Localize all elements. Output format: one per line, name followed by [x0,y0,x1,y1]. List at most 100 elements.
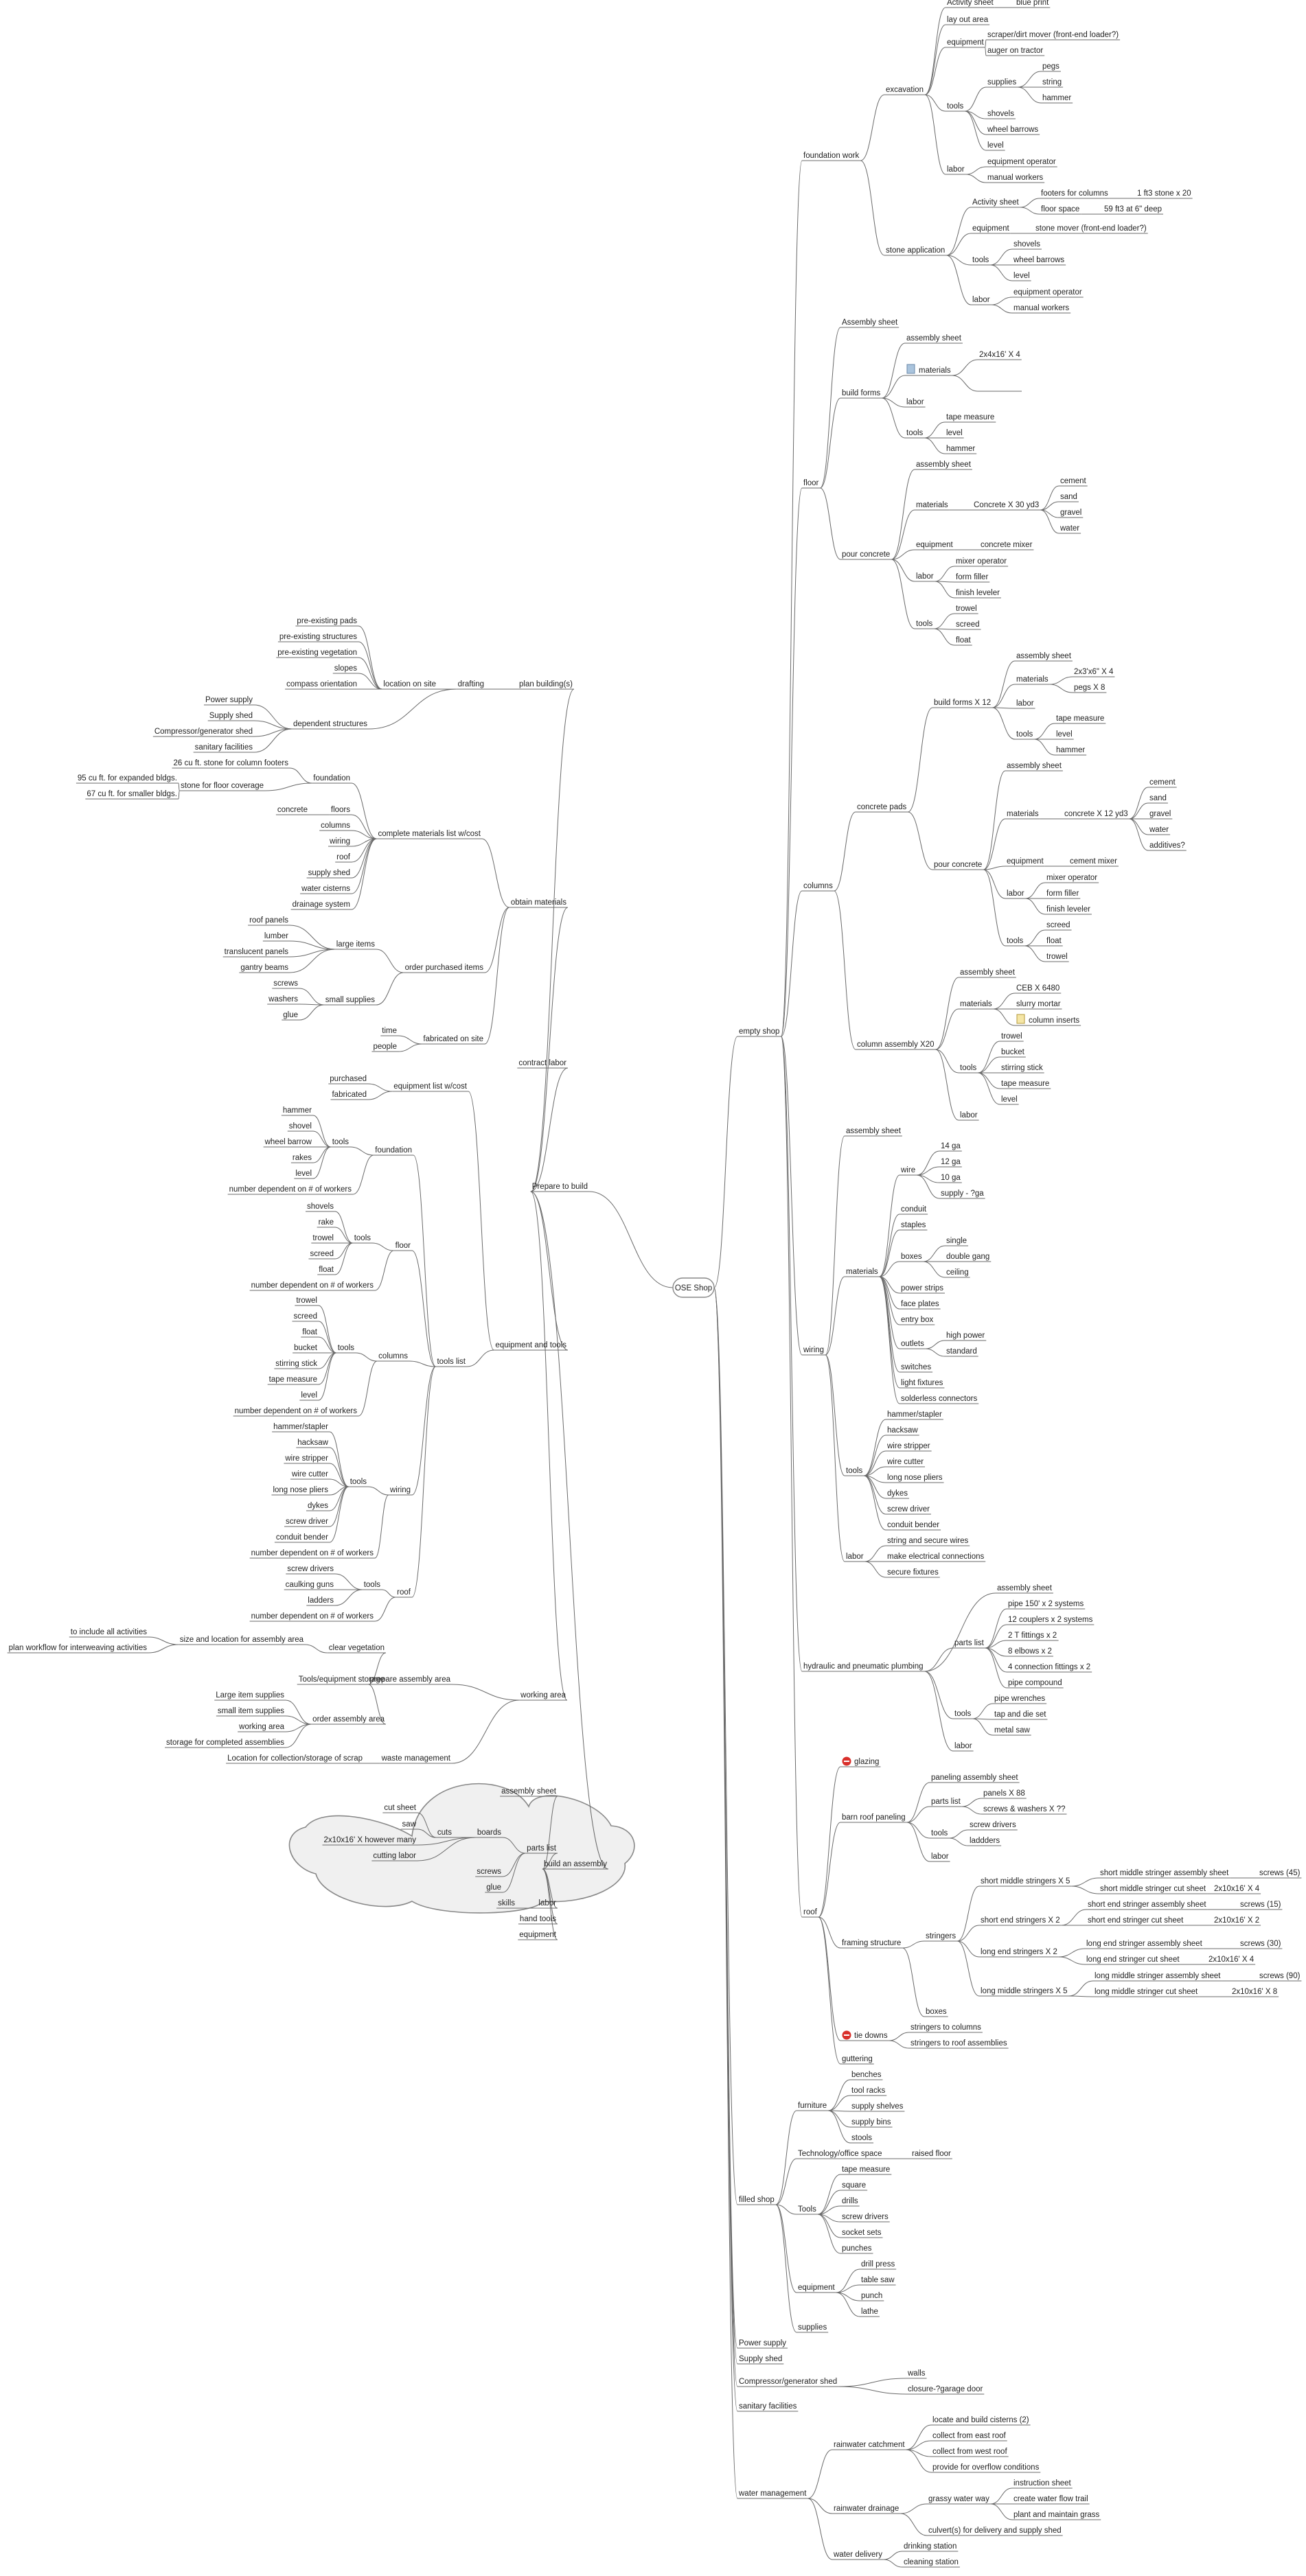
mind-map-node[interactable]: table saw [860,2276,896,2286]
mind-map-node[interactable]: mixer operator [1045,874,1099,883]
mind-map-node[interactable]: labor [537,1899,558,1909]
mind-map-node[interactable]: roof [335,853,352,863]
mind-map-node[interactable]: Prepare to build [530,1183,589,1192]
mind-map-node[interactable]: equipment [946,38,985,48]
mind-map-node[interactable]: short middle stringer assembly sheet [1099,1869,1230,1879]
mind-map-node[interactable]: saw [400,1820,417,1830]
mind-map-node[interactable]: empty shop [737,1028,781,1037]
mind-map-node[interactable]: stools [850,2134,874,2144]
mind-map-node[interactable]: fabricated on site [422,1035,485,1045]
mind-map-node[interactable]: hammer [1041,94,1073,104]
mind-map-node[interactable]: tools [905,429,925,439]
mind-map-node[interactable]: slopes [332,664,358,674]
mind-map-node[interactable]: screws [272,979,299,989]
mind-map-node[interactable]: level [299,1391,319,1401]
mind-map-node[interactable]: trowel [295,1297,319,1306]
mind-map-node[interactable]: paneling assembly sheet [930,1774,1020,1783]
mind-map-node[interactable]: cuts [435,1829,453,1838]
mind-map-node[interactable]: supply bins [850,2118,893,2128]
mind-map-node[interactable]: labor [1005,890,1026,899]
mind-map-node[interactable]: conduit [900,1205,928,1215]
mind-map-node[interactable]: drafting [456,680,485,690]
mind-map-node[interactable]: columns [377,1352,409,1362]
mind-map-node[interactable]: level [1012,272,1031,281]
mind-map-node[interactable]: float [1045,937,1063,947]
mind-map-node[interactable]: labor [1015,699,1035,709]
mind-map-node[interactable]: lumber [262,932,290,942]
mind-map-node[interactable]: high power [945,1332,987,1341]
mind-map-node[interactable]: small supplies [323,996,376,1006]
mind-map-node[interactable]: pre-existing pads [295,617,358,627]
mind-map-node[interactable]: excavation [884,86,925,95]
mind-map-node[interactable]: float [317,1266,335,1275]
mind-map-node[interactable]: barn roof paneling [840,1813,907,1823]
mind-map-node[interactable]: tools [348,1478,368,1487]
mind-map-node[interactable]: labor [845,1553,865,1562]
mind-map-node[interactable]: tools [362,1581,382,1590]
mind-map-node[interactable]: Compressor/generator shed [737,2378,839,2387]
mind-map-node[interactable]: level [294,1170,313,1179]
mind-map-node[interactable]: screw drivers [286,1565,335,1575]
mind-map-node[interactable]: time [380,1027,398,1036]
mind-map-node[interactable]: 2 T fittings x 2 [1007,1632,1059,1641]
mind-map-node[interactable]: working area [238,1723,286,1732]
mind-map-node[interactable]: 8 elbows x 2 [1007,1647,1053,1657]
mind-map-node[interactable]: skills [496,1899,516,1909]
mind-map-node[interactable]: tape measure [1055,715,1106,724]
mind-map-node[interactable]: level [1055,730,1074,740]
mind-map-node[interactable]: tools [959,1064,978,1074]
mind-map-node[interactable]: sand [1059,493,1079,502]
mind-map-node[interactable]: wiring [388,1486,412,1496]
mind-map-node[interactable]: Compressor/generator shed [152,728,254,737]
mind-map-node[interactable]: glazing [840,1756,881,1767]
mind-map-node[interactable]: tape measure [840,2166,892,2175]
mind-map-node[interactable]: Activity sheet [971,198,1020,208]
mind-map-node[interactable]: hacksaw [296,1439,330,1448]
mind-map-node[interactable]: screed [292,1312,319,1322]
mind-map-node[interactable]: drills [840,2197,860,2207]
mind-map-node[interactable]: 2x10x16' X 4 [1213,1885,1261,1894]
mind-map-node[interactable]: pre-existing structures [277,633,358,642]
mind-map-node[interactable]: stringers to roof assemblies [909,2039,1009,2049]
mind-map-node[interactable]: switches [900,1363,933,1373]
mind-map-node[interactable]: stringers to columns [909,2023,983,2033]
mind-map-node[interactable]: stirring stick [1000,1064,1044,1074]
mind-map-node[interactable]: long nose pliers [886,1474,944,1483]
mind-map-node[interactable]: labor [953,1742,974,1752]
mind-map-node[interactable]: outlets [900,1340,926,1349]
mind-map-node[interactable]: water delivery [832,2551,884,2560]
mind-map-node[interactable]: secure fixtures [886,1568,940,1578]
mind-map-node[interactable]: tools list [435,1358,467,1367]
mind-map-node[interactable]: floor [802,479,821,489]
mind-map-node[interactable]: assembly sheet [1005,762,1063,771]
mind-map-node[interactable]: conduit bender [274,1533,330,1543]
mind-map-node[interactable]: pegs X 8 [1073,684,1107,693]
mind-map-node[interactable]: 2x10x16' X however many [322,1836,417,1846]
mind-map-node[interactable]: 4 connection fittings x 2 [1007,1663,1092,1673]
mind-map-node[interactable]: cleaning station [902,2558,960,2568]
mind-map-node[interactable]: hammer [1055,746,1087,756]
mind-map-node[interactable]: tools [330,1138,350,1148]
mind-map-node[interactable]: materials [1015,675,1050,685]
mind-map-node[interactable]: screws (30) [1239,1940,1283,1949]
mind-map-node[interactable]: shovel [287,1122,313,1132]
mind-map-node[interactable]: plan building(s) [518,680,574,690]
mind-map-node[interactable]: entry box [900,1316,935,1325]
mind-map-node[interactable]: metal saw [993,1726,1031,1736]
mind-map-node[interactable]: boards [475,1829,503,1838]
mind-map-node[interactable]: solderless connectors [900,1395,979,1404]
mind-map-node[interactable]: materials [959,1000,994,1010]
mind-map-node[interactable]: supplies [797,2323,829,2333]
mind-map-node[interactable]: concrete pads [856,803,908,813]
mind-map-node[interactable]: caulking guns [284,1581,335,1590]
mind-map-node[interactable]: foundation [374,1146,413,1156]
mind-map-node[interactable]: pipe wrenches [993,1695,1047,1704]
mind-map-node[interactable]: shovels [306,1203,335,1212]
mind-map-node[interactable]: tools [1015,730,1035,740]
mind-map-node[interactable]: glue [485,1883,503,1893]
mind-map-node[interactable]: storage for completed assemblies [165,1739,286,1748]
mind-map-node[interactable]: purchased [328,1075,368,1084]
mind-map-node[interactable]: trowel [954,605,978,614]
mind-map-node[interactable]: dykes [886,1489,910,1499]
mind-map-node[interactable]: 1 ft3 stone x 20 [1136,189,1193,199]
